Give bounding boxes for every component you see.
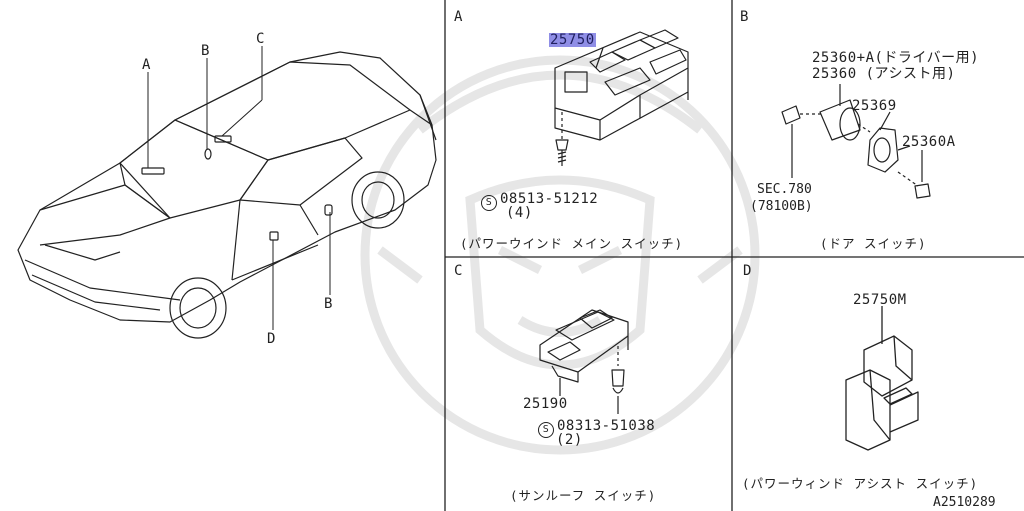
assist-switch-drawing bbox=[845, 306, 919, 451]
caption-door-switch: (ドア スイッチ) bbox=[820, 236, 927, 251]
callout-d: D bbox=[267, 331, 276, 347]
caption-assist-switch: (パワーウィンド アシスト スイッチ) bbox=[742, 476, 979, 491]
panel-grid bbox=[444, 0, 1024, 511]
part-number-25750[interactable]: 25750 bbox=[549, 32, 596, 48]
section-c-letter: C bbox=[454, 263, 463, 279]
callout-a: A bbox=[142, 57, 151, 73]
bolt-qty-c: (2) bbox=[556, 432, 583, 448]
part-number-25360-assist[interactable]: 25360 (アシスト用) bbox=[812, 66, 956, 82]
part-number-25360-driver[interactable]: 25360+A(ドライバー用) bbox=[812, 50, 980, 66]
bolt-number-c: 08313-51038 bbox=[557, 418, 656, 434]
part-number-25369[interactable]: 25369 bbox=[852, 98, 897, 114]
caption-main-switch: (パワーウインド メイン スイッチ) bbox=[460, 236, 684, 251]
diagram-code: A2510289 bbox=[933, 495, 996, 510]
part-number-25190[interactable]: 25190 bbox=[523, 396, 568, 412]
standard-part-mark-icon: S bbox=[538, 422, 554, 438]
sec-reference[interactable]: SEC.780 bbox=[757, 182, 812, 197]
sec-reference-number: (78100B) bbox=[750, 199, 813, 214]
main-switch-drawing bbox=[554, 29, 689, 166]
callout-c: C bbox=[256, 31, 265, 47]
door-switch-drawing bbox=[781, 84, 931, 199]
section-a-letter: A bbox=[454, 9, 463, 25]
standard-part-mark-icon: S bbox=[481, 195, 497, 211]
part-number-25360a[interactable]: 25360A bbox=[902, 134, 956, 150]
car-outline bbox=[17, 51, 437, 339]
sunroof-switch-drawing bbox=[539, 309, 629, 414]
caption-sunroof-switch: (サンルーフ スイッチ) bbox=[510, 488, 657, 503]
callout-b-bottom: B bbox=[324, 296, 333, 312]
callout-b-top: B bbox=[201, 43, 210, 59]
section-d-letter: D bbox=[743, 263, 752, 279]
part-number-25750m[interactable]: 25750M bbox=[853, 292, 907, 308]
bolt-qty-a: (4) bbox=[506, 205, 533, 221]
callout-leaders bbox=[147, 46, 331, 330]
section-b-letter: B bbox=[740, 9, 749, 25]
bolt-number-a: 08513-51212 bbox=[500, 191, 599, 207]
